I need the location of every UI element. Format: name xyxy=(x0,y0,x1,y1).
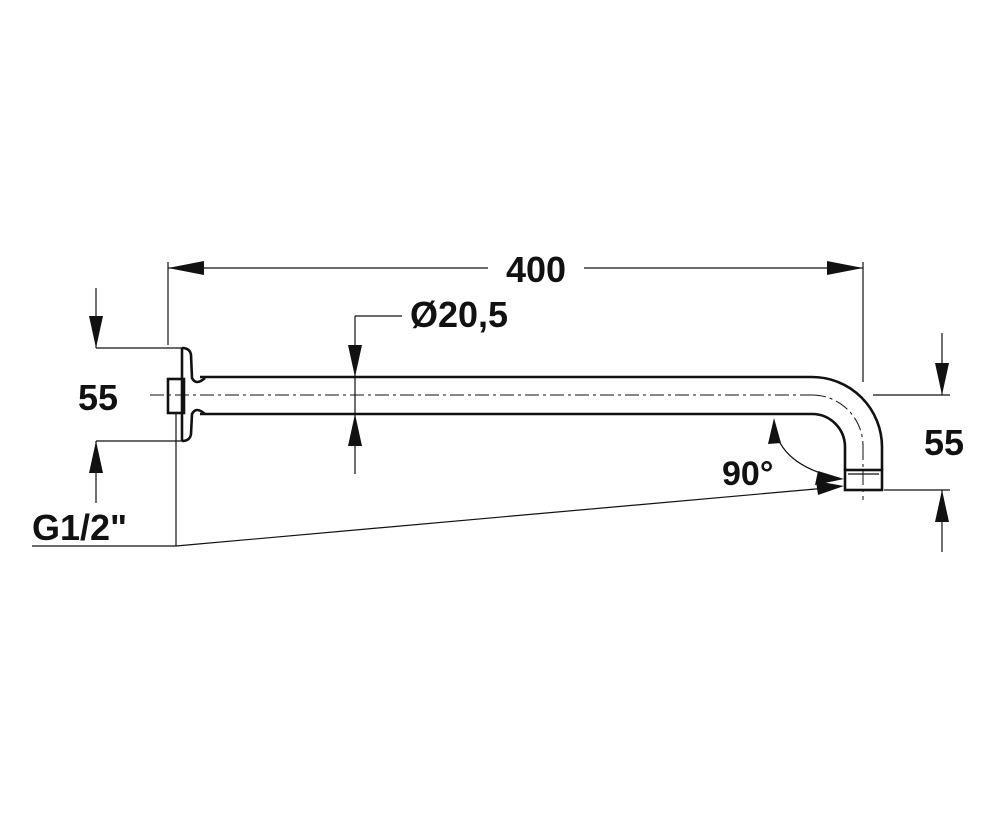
pipe-center-line xyxy=(150,394,864,500)
bend-angle-label: 90° xyxy=(722,455,773,493)
shower-arm-pipe xyxy=(200,375,884,492)
flange-height-label: 55 xyxy=(78,377,118,418)
bend-angle-indicator: 90° xyxy=(722,418,844,493)
flange-height-dimension: 55 xyxy=(78,288,182,503)
diameter-label: Ø20,5 xyxy=(410,294,508,335)
thread-callout: G1/2" xyxy=(32,413,844,548)
outlet-drop-label: 55 xyxy=(924,422,964,463)
length-dimension: 400 xyxy=(167,249,864,382)
outlet-drop-dimension: 55 xyxy=(873,333,964,552)
length-label: 400 xyxy=(506,249,566,290)
thread-size-label: G1/2" xyxy=(32,507,127,548)
diameter-dimension: Ø20,5 xyxy=(348,294,508,474)
